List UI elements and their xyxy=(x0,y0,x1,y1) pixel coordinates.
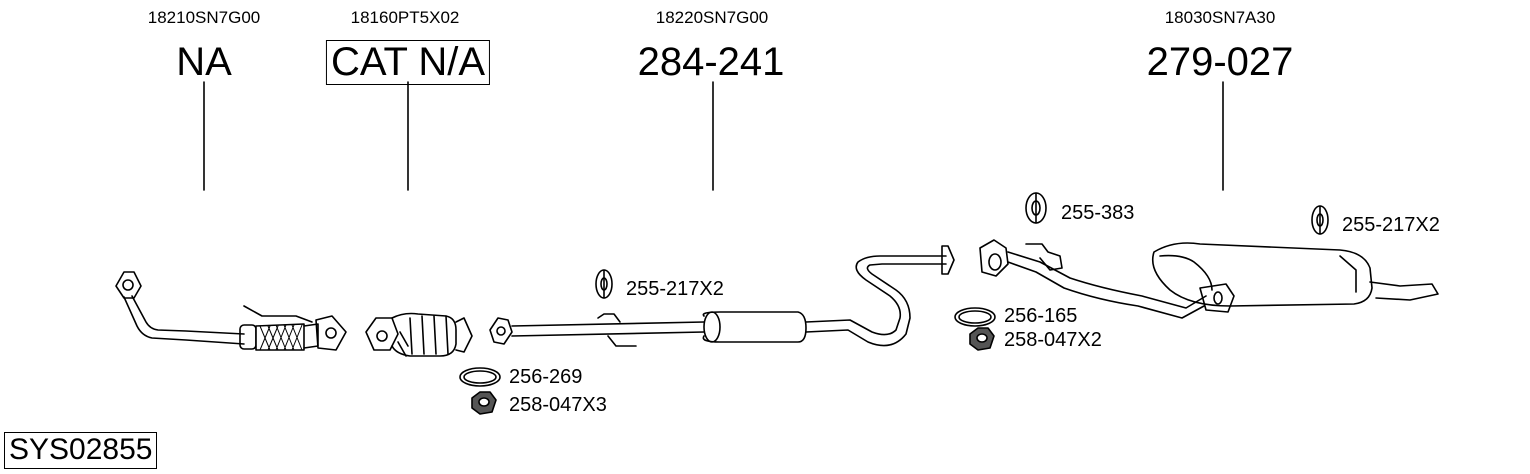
part-number-front-pipe[interactable]: NA xyxy=(176,40,232,84)
rear-silencer-drawing[interactable] xyxy=(979,239,1439,319)
label-nut-front[interactable]: 258-047X3 xyxy=(509,394,607,416)
oem-number-center-pipe: 18220SN7G00 xyxy=(655,8,769,27)
system-code: SYS02855 xyxy=(4,432,158,469)
oem-number-catalyst: 18160PT5X02 xyxy=(350,8,460,27)
part-number-catalyst[interactable]: CAT N/A xyxy=(325,40,491,85)
center-pipe-drawing[interactable] xyxy=(489,245,955,347)
part-number-center-pipe[interactable]: 284-241 xyxy=(637,40,785,84)
part-number-rear-silencer[interactable]: 279-027 xyxy=(1146,40,1294,84)
nut-rear-icon[interactable] xyxy=(969,327,995,351)
label-hanger-mid[interactable]: 255-217X2 xyxy=(626,278,724,300)
label-hanger-rear-right[interactable]: 255-217X2 xyxy=(1342,214,1440,236)
label-gasket-front[interactable]: 256-269 xyxy=(509,366,583,388)
oem-number-rear-silencer: 18030SN7A30 xyxy=(1164,8,1276,27)
hanger-rear-right-icon[interactable] xyxy=(1311,205,1329,235)
gasket-front-icon[interactable] xyxy=(459,367,501,387)
label-gasket-rear[interactable]: 256-165 xyxy=(1004,305,1078,327)
hanger-rear-left-icon[interactable] xyxy=(1025,192,1047,224)
nut-front-icon[interactable] xyxy=(471,391,497,415)
front-pipe-drawing[interactable] xyxy=(115,271,347,351)
oem-number-front-pipe: 18210SN7G00 xyxy=(147,8,261,27)
hanger-mid-icon[interactable] xyxy=(595,269,613,299)
catalyst-drawing[interactable] xyxy=(365,312,473,357)
label-hanger-rear-left[interactable]: 255-383 xyxy=(1061,202,1135,224)
gasket-rear-icon[interactable] xyxy=(954,307,996,327)
label-nut-rear[interactable]: 258-047X2 xyxy=(1004,329,1102,351)
